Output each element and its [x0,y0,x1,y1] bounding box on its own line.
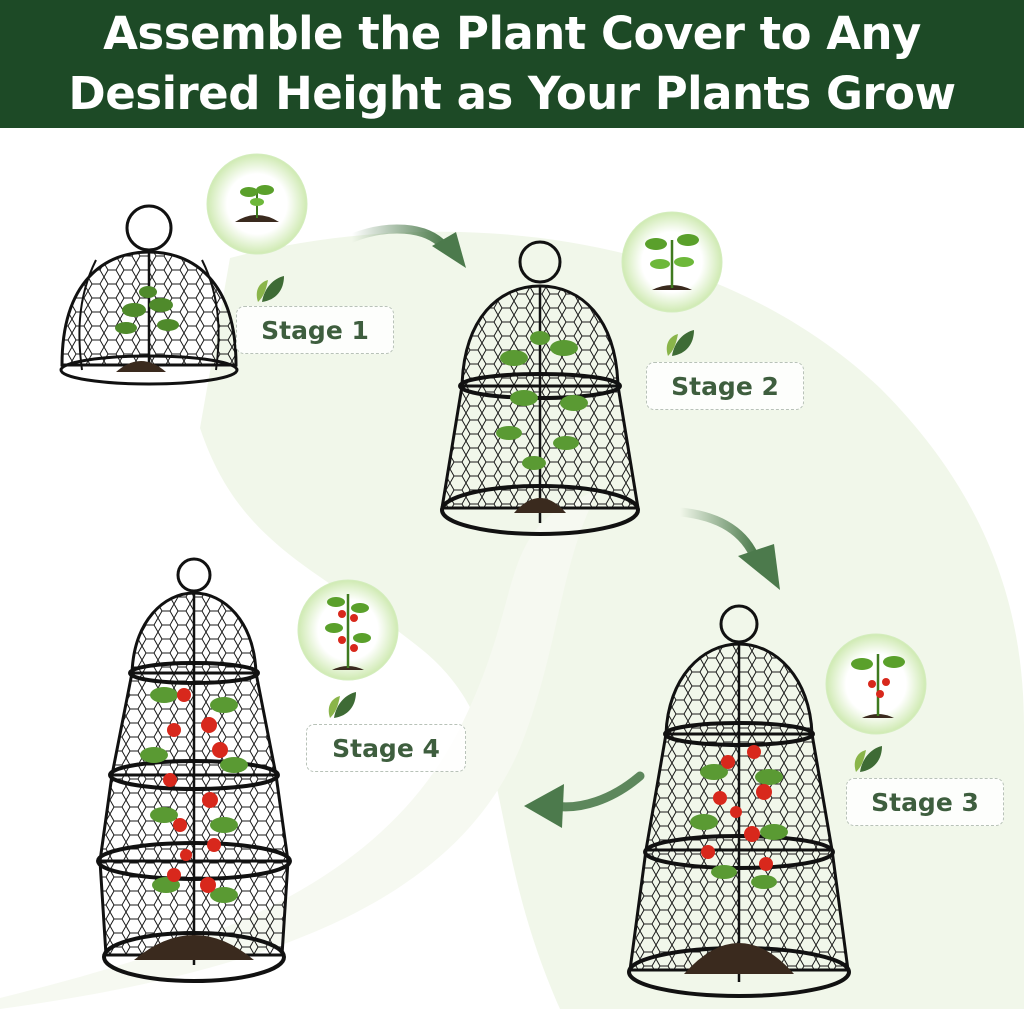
stage-3-tomato-plant-bubble [825,633,927,735]
stage-4-label: Stage 4 [306,724,466,772]
stage-2-label: Stage 2 [646,362,804,410]
header-title-line-1: Assemble the Plant Cover to Any [103,7,921,60]
stage-4-leaf-icon [328,692,356,718]
header-banner: Assemble the Plant Cover to Any Desired … [0,0,1024,128]
header-title-line-2: Desired Height as Your Plants Grow [68,67,956,120]
stage-2-sprout-bubble [621,211,723,313]
stage-2-plant-cover [440,240,640,536]
stage-4-tomato-plant-bubble [297,579,399,681]
stage-3-leaf-icon [854,746,882,772]
stage-1-seedling-bubble [206,153,308,255]
stage-1-plant-cover [59,204,239,386]
stage-1-leaf-icon [256,276,284,302]
arrow-stage-3-to-4 [524,771,645,828]
stage-3-plant-cover [627,604,851,998]
stage-4-plant-cover [96,557,292,983]
arrow-stage-2-to-3 [676,507,780,590]
arrow-stage-1-to-2 [348,224,466,268]
stage-3-label: Stage 3 [846,778,1004,826]
stage-2-leaf-icon [666,330,694,356]
stage-1-label: Stage 1 [236,306,394,354]
